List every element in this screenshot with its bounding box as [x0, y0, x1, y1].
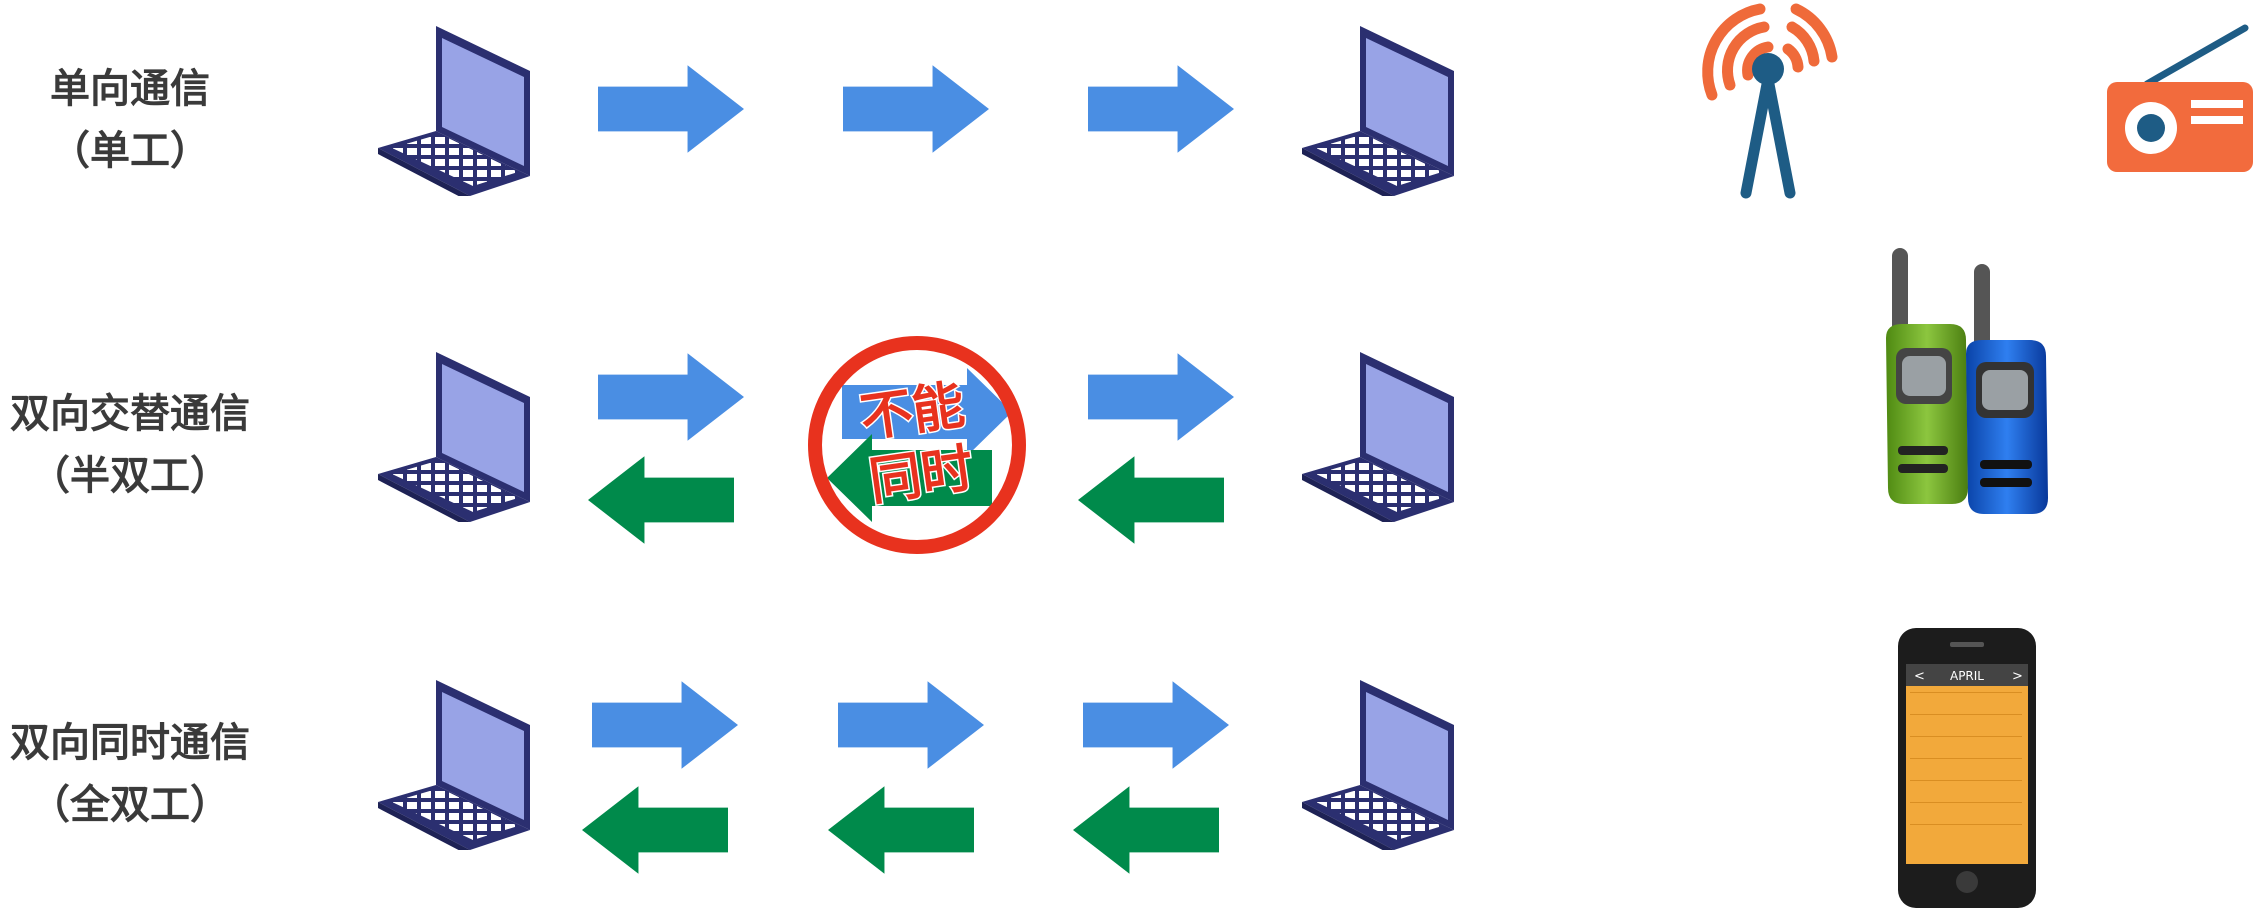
- full-duplex-title: 双向同时通信: [10, 720, 250, 766]
- simplex-subtitle: （单工）: [50, 128, 210, 174]
- forward-arrow-icon: [1083, 680, 1229, 770]
- backward-arrow-icon: [588, 455, 734, 545]
- half-duplex-subtitle: （半双工）: [30, 453, 230, 499]
- antenna-icon: [1702, 3, 1838, 199]
- half-duplex-title: 双向交替通信: [10, 391, 250, 437]
- laptop-icon: [378, 26, 538, 196]
- simplex-label: 单向通信 （单工）: [0, 58, 260, 182]
- smartphone-icon: < APRIL >: [1898, 628, 2036, 908]
- no-simultaneous-badge: 不能 同时: [802, 330, 1032, 560]
- full-duplex-label: 双向同时通信 （全双工）: [0, 712, 260, 836]
- backward-arrow-icon: [582, 785, 728, 875]
- laptop-icon: [1302, 680, 1462, 850]
- calendar-next: >: [2012, 669, 2023, 684]
- simplex-title: 单向通信: [50, 66, 210, 112]
- backward-arrow-icon: [1073, 785, 1219, 875]
- forward-arrow-icon: [843, 64, 989, 154]
- forward-arrow-icon: [598, 64, 744, 154]
- forward-arrow-icon: [838, 680, 984, 770]
- forward-arrow-icon: [592, 680, 738, 770]
- walkie-talkie-icon: [1886, 248, 2048, 514]
- backward-arrow-icon: [828, 785, 974, 875]
- calendar-prev: <: [1914, 669, 1925, 684]
- forward-arrow-icon: [1088, 64, 1234, 154]
- laptop-icon: [378, 680, 538, 850]
- forward-arrow-icon: [1088, 352, 1234, 442]
- backward-arrow-icon: [1078, 455, 1224, 545]
- laptop-icon: [1302, 352, 1462, 522]
- forward-arrow-icon: [598, 352, 744, 442]
- full-duplex-subtitle: （全双工）: [30, 782, 230, 828]
- laptop-icon: [1302, 26, 1462, 196]
- radio-icon: [2107, 24, 2253, 172]
- half-duplex-label: 双向交替通信 （半双工）: [0, 383, 260, 507]
- laptop-icon: [378, 352, 538, 522]
- calendar-month: APRIL: [1950, 669, 1984, 683]
- prohibition-sign-icon: [808, 336, 1026, 554]
